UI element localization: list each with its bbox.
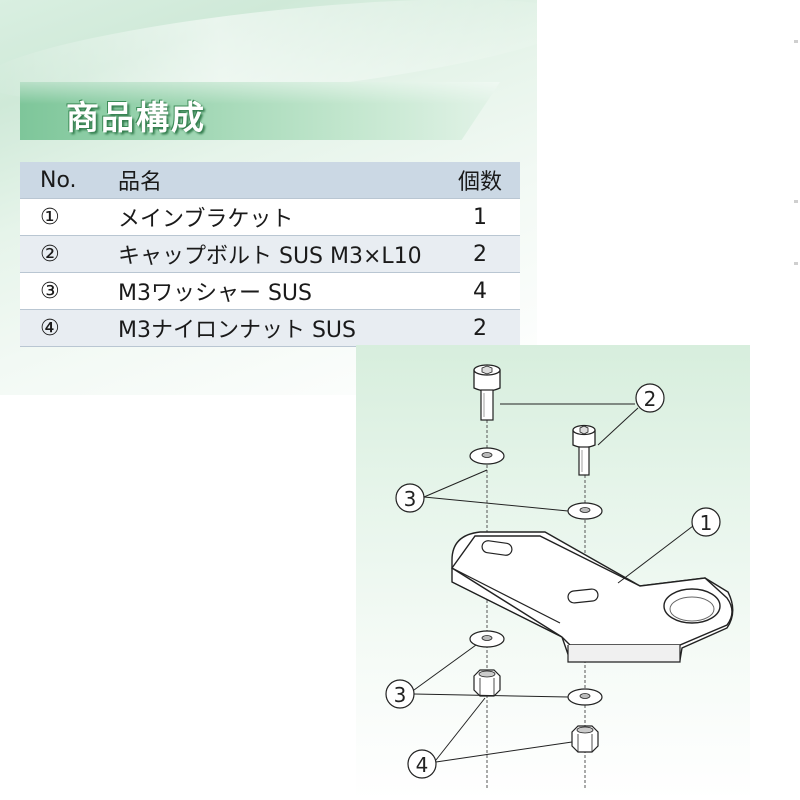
header-no: No. [40,167,77,193]
callout-2: 2 [635,383,665,413]
table-row: ② キャップボルト SUS M3×L10 2 [20,235,520,273]
edge-mark [794,262,798,265]
row-no: ② [40,241,60,267]
row-qty: 2 [473,241,487,267]
edge-mark [794,40,798,43]
callout-3-upper: 3 [395,483,425,513]
parts-table: No. 品名 個数 ① メインブラケット 1 ② キャップボルト SUS M3×… [20,162,520,347]
leader-lines [413,403,694,763]
svg-text:3: 3 [404,487,417,511]
callout-3-lower: 3 [385,679,415,709]
nylon-nut [473,669,501,697]
slot-right [567,588,599,604]
svg-text:4: 4 [416,753,429,777]
bracket-hole [663,588,721,624]
row-name: キャップボルト SUS M3×L10 [118,244,422,269]
edge-mark [794,200,798,203]
svg-text:1: 1 [700,511,713,535]
slot-left [481,540,513,556]
washer [469,447,505,465]
main-bracket [450,531,734,663]
row-name: M3ワッシャー SUS [118,281,313,306]
washer [567,502,603,520]
row-no: ④ [40,315,60,341]
svg-text:2: 2 [644,387,657,411]
row-no: ③ [40,278,60,304]
table-row: ④ M3ナイロンナット SUS 2 [20,309,520,347]
svg-text:3: 3 [394,683,407,707]
row-qty: 4 [473,278,487,304]
callout-1: 1 [691,507,721,537]
washer [469,630,505,648]
header-panel [0,0,583,395]
row-name: M3ナイロンナット SUS [118,318,357,343]
row-qty: 1 [473,204,487,230]
table-row: ③ M3ワッシャー SUS 4 [20,272,520,310]
header-name: 品名 [118,170,163,195]
header-qty: 個数 [457,170,502,195]
cap-bolt-left [473,364,501,421]
table-header-row: No. 品名 個数 [20,162,520,199]
page-title: 商品構成 [66,98,206,137]
row-no: ① [40,204,60,230]
row-name: メインブラケット [118,207,294,232]
washer [567,688,603,706]
row-qty: 2 [473,315,487,341]
nylon-nut [571,725,599,753]
title-band [20,82,500,140]
cap-bolt-right [572,424,596,476]
callout-4: 4 [407,749,437,779]
table-row: ① メインブラケット 1 [20,198,520,236]
